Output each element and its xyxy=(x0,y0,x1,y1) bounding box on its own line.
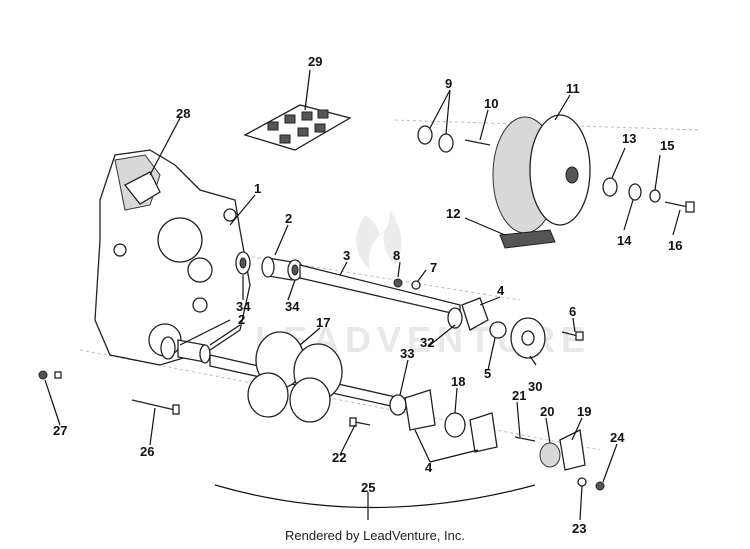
part-6-bolt xyxy=(561,331,584,341)
callout-32: 32 xyxy=(420,335,434,350)
part-22-screw xyxy=(349,417,371,427)
part-29-track-clip-strip xyxy=(243,104,352,151)
part-4-lower-flange-right xyxy=(469,412,498,453)
callout-27: 27 xyxy=(53,423,67,438)
part-26-long-bolt xyxy=(131,399,180,415)
callout-34-right: 34 xyxy=(285,299,300,314)
part-12-drive-belt xyxy=(499,229,556,249)
part-30-cover-plate xyxy=(510,317,546,359)
leader-lines xyxy=(44,69,681,521)
callout-20: 20 xyxy=(540,404,554,419)
part-2-upper-bushing xyxy=(261,256,293,281)
callout-14: 14 xyxy=(617,233,632,248)
part-4-lower-flange-left xyxy=(404,389,436,431)
callout-33: 33 xyxy=(400,346,414,361)
part-33-spacer xyxy=(389,394,407,416)
callout-8: 8 xyxy=(393,248,400,263)
part-10-pin xyxy=(464,139,491,146)
callout-29: 29 xyxy=(308,54,322,69)
part-20-bracket xyxy=(539,442,561,468)
part-1-chaincase-housing xyxy=(94,149,251,366)
part-8-nut xyxy=(393,278,403,288)
part-23-washer xyxy=(577,477,587,487)
callout-30: 30 xyxy=(528,379,542,394)
part-24-nut xyxy=(595,481,605,491)
callout-4-upper: 4 xyxy=(497,283,505,298)
callout-7: 7 xyxy=(430,260,437,275)
callout-9: 9 xyxy=(445,76,452,91)
part-17-drive-sprocket-shaft xyxy=(209,331,401,423)
callout-3: 3 xyxy=(343,248,350,263)
part-19-tensioner xyxy=(559,429,586,471)
callout-28: 28 xyxy=(176,106,190,121)
callout-4-lower: 4 xyxy=(425,460,433,475)
callout-labels: 29 28 1 2 3 8 7 9 10 11 13 15 12 14 16 4… xyxy=(53,54,682,536)
callout-2-lower: 2 xyxy=(238,312,245,327)
part-11-drive-clutch xyxy=(492,114,591,234)
part-9-washers xyxy=(417,125,454,153)
callout-11: 11 xyxy=(566,81,580,96)
callout-23: 23 xyxy=(572,521,586,536)
callout-18: 18 xyxy=(451,374,465,389)
callout-24: 24 xyxy=(610,430,625,445)
part-34-upper-bearing xyxy=(235,251,251,275)
part-25-cable xyxy=(214,484,536,509)
callout-34-left: 34 xyxy=(236,299,251,314)
callout-6: 6 xyxy=(569,304,576,319)
part-7-washer xyxy=(411,280,421,290)
callout-21: 21 xyxy=(512,388,526,403)
part-4-upper-flange xyxy=(461,297,489,331)
part-34-lower-bearing xyxy=(160,336,176,360)
callout-13: 13 xyxy=(622,131,636,146)
part-16-clutch-bolt xyxy=(664,201,695,213)
part-5-spacer xyxy=(489,321,507,339)
part-34-upper-seal xyxy=(287,259,303,281)
part-14-washer xyxy=(628,183,642,201)
part-13-bushing xyxy=(602,177,618,197)
part-32-bearing-insert xyxy=(447,307,463,329)
part-18-bearing xyxy=(444,412,466,438)
callout-17: 17 xyxy=(316,315,330,330)
callout-15: 15 xyxy=(660,138,674,153)
callout-1: 1 xyxy=(254,181,261,196)
footer-credit: Rendered by LeadVenture, Inc. xyxy=(285,528,465,543)
callout-25: 25 xyxy=(361,480,375,495)
callout-12: 12 xyxy=(446,206,460,221)
callout-10: 10 xyxy=(484,96,498,111)
part-15-lockwasher xyxy=(649,189,661,203)
callout-19: 19 xyxy=(577,404,591,419)
callout-5: 5 xyxy=(484,366,491,381)
callout-2-upper: 2 xyxy=(285,211,292,226)
part-21-pin xyxy=(514,436,536,442)
callout-26: 26 xyxy=(140,444,154,459)
part-28-mounting-bracket xyxy=(124,171,161,205)
part-2-lower-bushing xyxy=(177,339,211,364)
callout-22: 22 xyxy=(332,450,346,465)
part-27-nut-assembly xyxy=(38,370,62,380)
callout-16: 16 xyxy=(668,238,682,253)
